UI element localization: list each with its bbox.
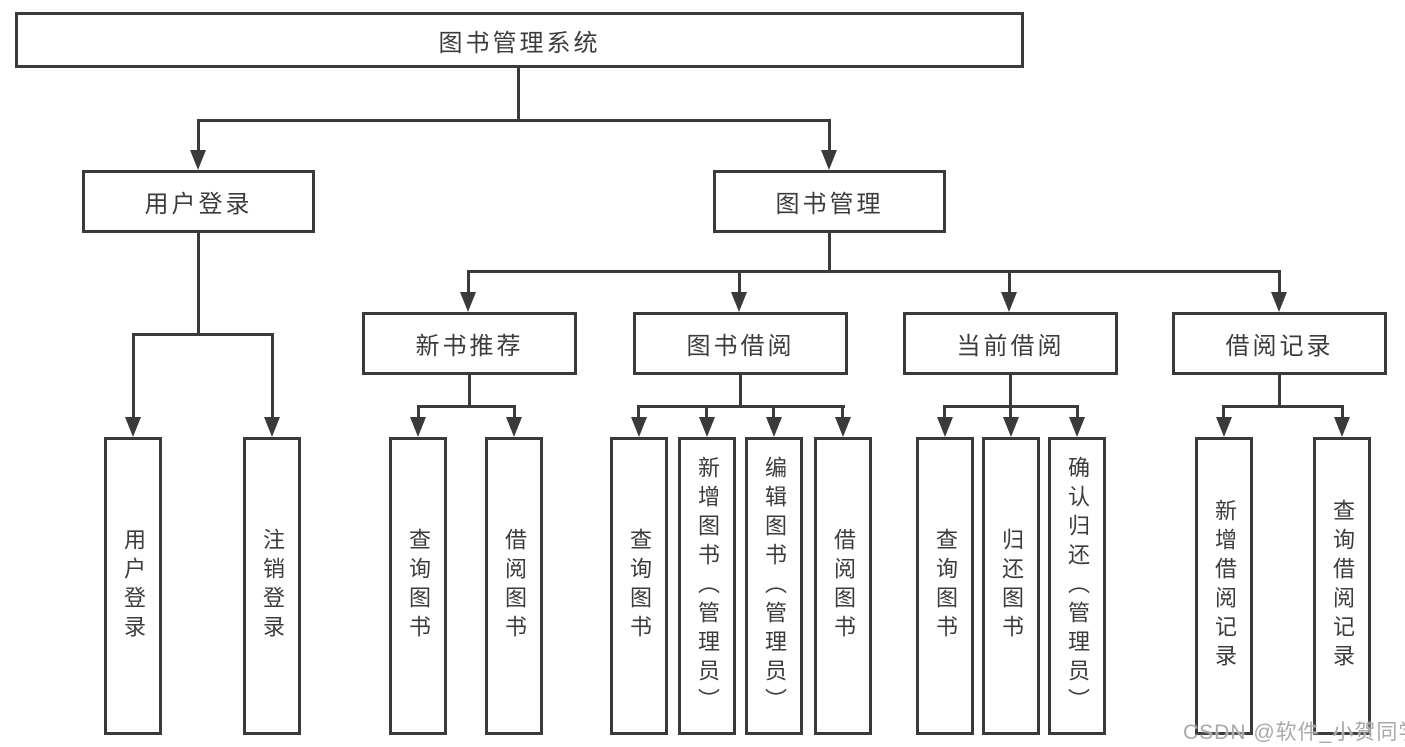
arrowhead-down-icon <box>699 417 715 437</box>
connector-stem <box>1222 405 1225 419</box>
leaf-add-books-admin: 新增图书（管理员） <box>678 437 736 735</box>
connector-stem <box>841 405 844 419</box>
node-new-book-recommend: 新书推荐 <box>362 312 577 375</box>
connector-stem <box>1278 270 1281 294</box>
node-root: 图书管理系统 <box>15 12 1024 68</box>
connector-stem <box>1076 405 1079 419</box>
leaf-return-books: 归还图书 <box>982 437 1040 735</box>
connector-stem <box>197 119 200 152</box>
connector-stem <box>772 405 775 419</box>
connector-stem <box>1341 405 1344 419</box>
connector-stem <box>637 405 640 419</box>
connector-stem <box>1009 405 1012 419</box>
arrowhead-down-icon <box>264 417 280 437</box>
leaf-query-books-1: 查询图书 <box>389 437 447 735</box>
leaf-user-login: 用户登录 <box>104 437 162 735</box>
leaf-query-books-3: 查询图书 <box>916 437 974 735</box>
leaf-confirm-return-admin: 确认归还（管理员） <box>1048 437 1106 735</box>
connector-stem <box>828 119 831 152</box>
connector-root-stem <box>517 68 520 122</box>
connector-stem <box>739 375 742 408</box>
arrowhead-down-icon <box>506 417 522 437</box>
arrowhead-down-icon <box>937 417 953 437</box>
connector-stem <box>943 405 946 419</box>
arrowhead-down-icon <box>1216 417 1232 437</box>
connector-stem <box>513 405 516 419</box>
connector-rail-level2 <box>197 119 831 122</box>
connector-stem <box>705 405 708 419</box>
connector-stem <box>1008 270 1011 294</box>
connector-stem <box>468 375 471 408</box>
leaf-logout: 注销登录 <box>243 437 301 735</box>
arrowhead-down-icon <box>1271 292 1287 312</box>
connector-stem <box>417 405 420 419</box>
node-user-login: 用户登录 <box>82 170 315 233</box>
watermark: CSDN @软件_小贺同学 <box>1183 721 1405 744</box>
connector-stem <box>271 333 274 419</box>
arrowhead-down-icon <box>1001 292 1017 312</box>
arrowhead-down-icon <box>631 417 647 437</box>
connector-stem <box>1009 375 1012 408</box>
node-book-management: 图书管理 <box>713 170 946 233</box>
leaf-add-borrow-record: 新增借阅记录 <box>1195 437 1253 735</box>
connector-stem <box>1278 375 1281 408</box>
arrowhead-down-icon <box>766 417 782 437</box>
arrowhead-down-icon <box>731 292 747 312</box>
connector-stem <box>738 270 741 294</box>
arrowhead-down-icon <box>1334 417 1350 437</box>
connector-stem <box>197 233 200 336</box>
arrowhead-down-icon <box>410 417 426 437</box>
node-borrow-records: 借阅记录 <box>1172 312 1387 375</box>
leaf-query-books-2: 查询图书 <box>610 437 668 735</box>
arrowhead-down-icon <box>460 292 476 312</box>
connector-rail <box>1222 405 1344 408</box>
leaf-borrow-books-2: 借阅图书 <box>814 437 872 735</box>
arrowhead-down-icon <box>821 150 837 170</box>
arrowhead-down-icon <box>835 417 851 437</box>
connector-rail <box>417 405 516 408</box>
connector-rail <box>637 405 845 408</box>
leaf-edit-books-admin: 编辑图书（管理员） <box>745 437 803 735</box>
connector-rail <box>132 333 274 336</box>
leaf-borrow-books-1: 借阅图书 <box>485 437 543 735</box>
node-current-borrow: 当前借阅 <box>903 312 1118 375</box>
connector-stem <box>828 233 831 273</box>
connector-stem <box>467 270 470 294</box>
arrowhead-down-icon <box>1069 417 1085 437</box>
arrowhead-down-icon <box>125 417 141 437</box>
arrowhead-down-icon <box>1003 417 1019 437</box>
arrowhead-down-icon <box>190 150 206 170</box>
connector-stem <box>132 333 135 419</box>
leaf-query-borrow-record: 查询借阅记录 <box>1313 437 1371 735</box>
connector-rail-level3 <box>467 270 1281 273</box>
node-book-borrow: 图书借阅 <box>633 312 848 375</box>
